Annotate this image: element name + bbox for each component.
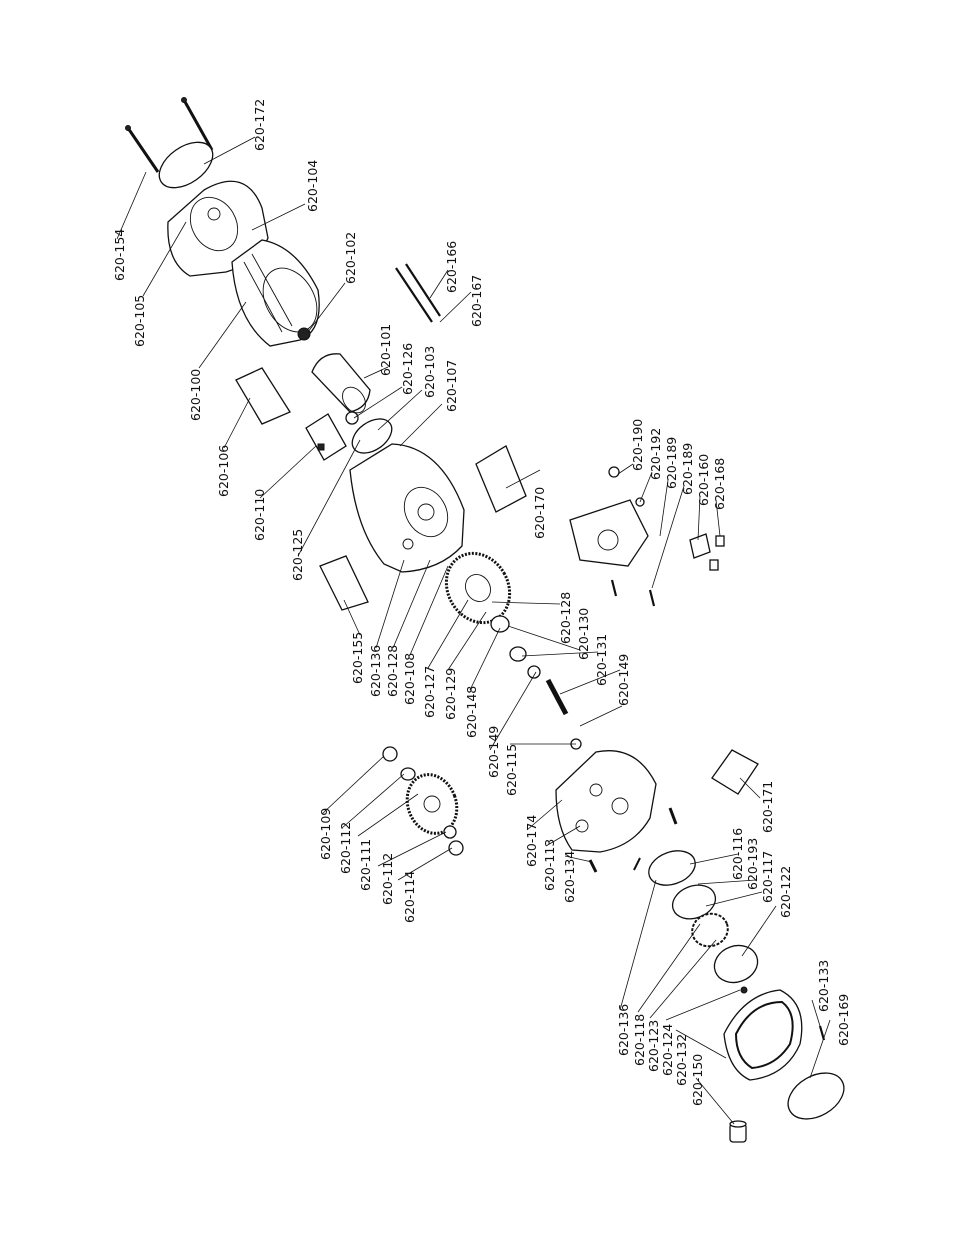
label-620-112-b: 620-112 (380, 853, 395, 905)
label-620-123: 620-123 (646, 1020, 661, 1072)
label-620-124: 620-124 (660, 1024, 675, 1076)
label-620-118: 620-118 (632, 1014, 647, 1066)
label-620-192: 620-192 (648, 428, 663, 480)
label-620-169: 620-169 (836, 994, 851, 1046)
label-620-101: 620-101 (378, 324, 393, 376)
label-620-128-b: 620-128 (558, 592, 573, 644)
brush-rods (395, 263, 441, 323)
label-620-132: 620-132 (674, 1034, 689, 1086)
brush-holder (305, 413, 347, 461)
label-620-105: 620-105 (132, 295, 147, 347)
label-620-103: 620-103 (422, 346, 437, 398)
brake-assembly (633, 850, 759, 994)
tie-rods (125, 97, 214, 173)
armature (311, 353, 371, 425)
label-620-127: 620-127 (422, 666, 437, 718)
label-620-134: 620-134 (562, 851, 577, 903)
label-620-133: 620-133 (816, 960, 831, 1012)
end-cap-cover (723, 989, 826, 1081)
label-170 (475, 445, 527, 513)
seal-ring (351, 418, 393, 454)
label-620-168: 620-168 (712, 458, 727, 510)
label-620-136-b: 620-136 (616, 1004, 631, 1056)
label-620-193: 620-193 (745, 838, 760, 890)
label-620-190: 620-190 (630, 419, 645, 471)
label-620-107: 620-107 (444, 360, 459, 412)
label-620-131: 620-131 (594, 634, 609, 686)
label-620-166: 620-166 (444, 241, 459, 293)
label-620-189-b: 620-189 (680, 443, 695, 495)
label-171 (711, 749, 759, 795)
shaft-washers (490, 615, 582, 750)
label-620-111: 620-111 (358, 839, 373, 891)
leader-lines (116, 136, 831, 1125)
label-620-108: 620-108 (402, 653, 417, 705)
output-gear (382, 746, 464, 856)
label-620-112: 620-112 (338, 822, 353, 874)
label-155 (319, 555, 369, 611)
label-620-122: 620-122 (778, 866, 793, 918)
label-620-171: 620-171 (760, 781, 775, 833)
label-620-129: 620-129 (443, 668, 458, 720)
label-620-110: 620-110 (252, 489, 267, 541)
label-620-154: 620-154 (112, 229, 127, 281)
label-620-114: 620-114 (402, 871, 417, 923)
label-620-109: 620-109 (318, 808, 333, 860)
drawing (125, 97, 845, 1143)
label-620-104: 620-104 (305, 160, 320, 212)
label-620-136: 620-136 (368, 645, 383, 697)
label-620-130: 620-130 (576, 608, 591, 660)
label-620-115: 620-115 (504, 744, 519, 796)
label-620-106: 620-106 (216, 445, 231, 497)
vent-plug (729, 1120, 747, 1143)
motor-housing (231, 239, 320, 347)
part-labels: 620-154 620-105 620-172 620-104 620-102 … (112, 99, 851, 1106)
label-620-149-b: 620-149 (486, 726, 501, 778)
label-620-150: 620-150 (690, 1054, 705, 1106)
large-gear (444, 551, 512, 625)
end-cap-label-172 (158, 141, 214, 189)
label-620-149: 620-149 (616, 654, 631, 706)
label-620-100: 620-100 (188, 369, 203, 421)
label-620-126: 620-126 (400, 343, 415, 395)
label-620-102: 620-102 (343, 232, 358, 284)
gear-housing (349, 443, 465, 573)
label-620-160: 620-160 (696, 454, 711, 506)
label-620-172: 620-172 (252, 99, 267, 151)
label-620-148: 620-148 (464, 686, 479, 738)
label-620-116: 620-116 (730, 828, 745, 880)
label-620-167: 620-167 (469, 275, 484, 327)
end-label-169 (787, 1072, 845, 1120)
label-620-155: 620-155 (350, 632, 365, 684)
label-patch-106 (235, 367, 291, 425)
label-620-113: 620-113 (542, 839, 557, 891)
mounting-bracket (569, 466, 725, 607)
label-620-170: 620-170 (532, 487, 547, 539)
label-620-128: 620-128 (385, 645, 400, 697)
label-620-125: 620-125 (290, 529, 305, 581)
label-620-117: 620-117 (760, 851, 775, 903)
label-620-189: 620-189 (664, 437, 679, 489)
label-620-174: 620-174 (524, 815, 539, 867)
